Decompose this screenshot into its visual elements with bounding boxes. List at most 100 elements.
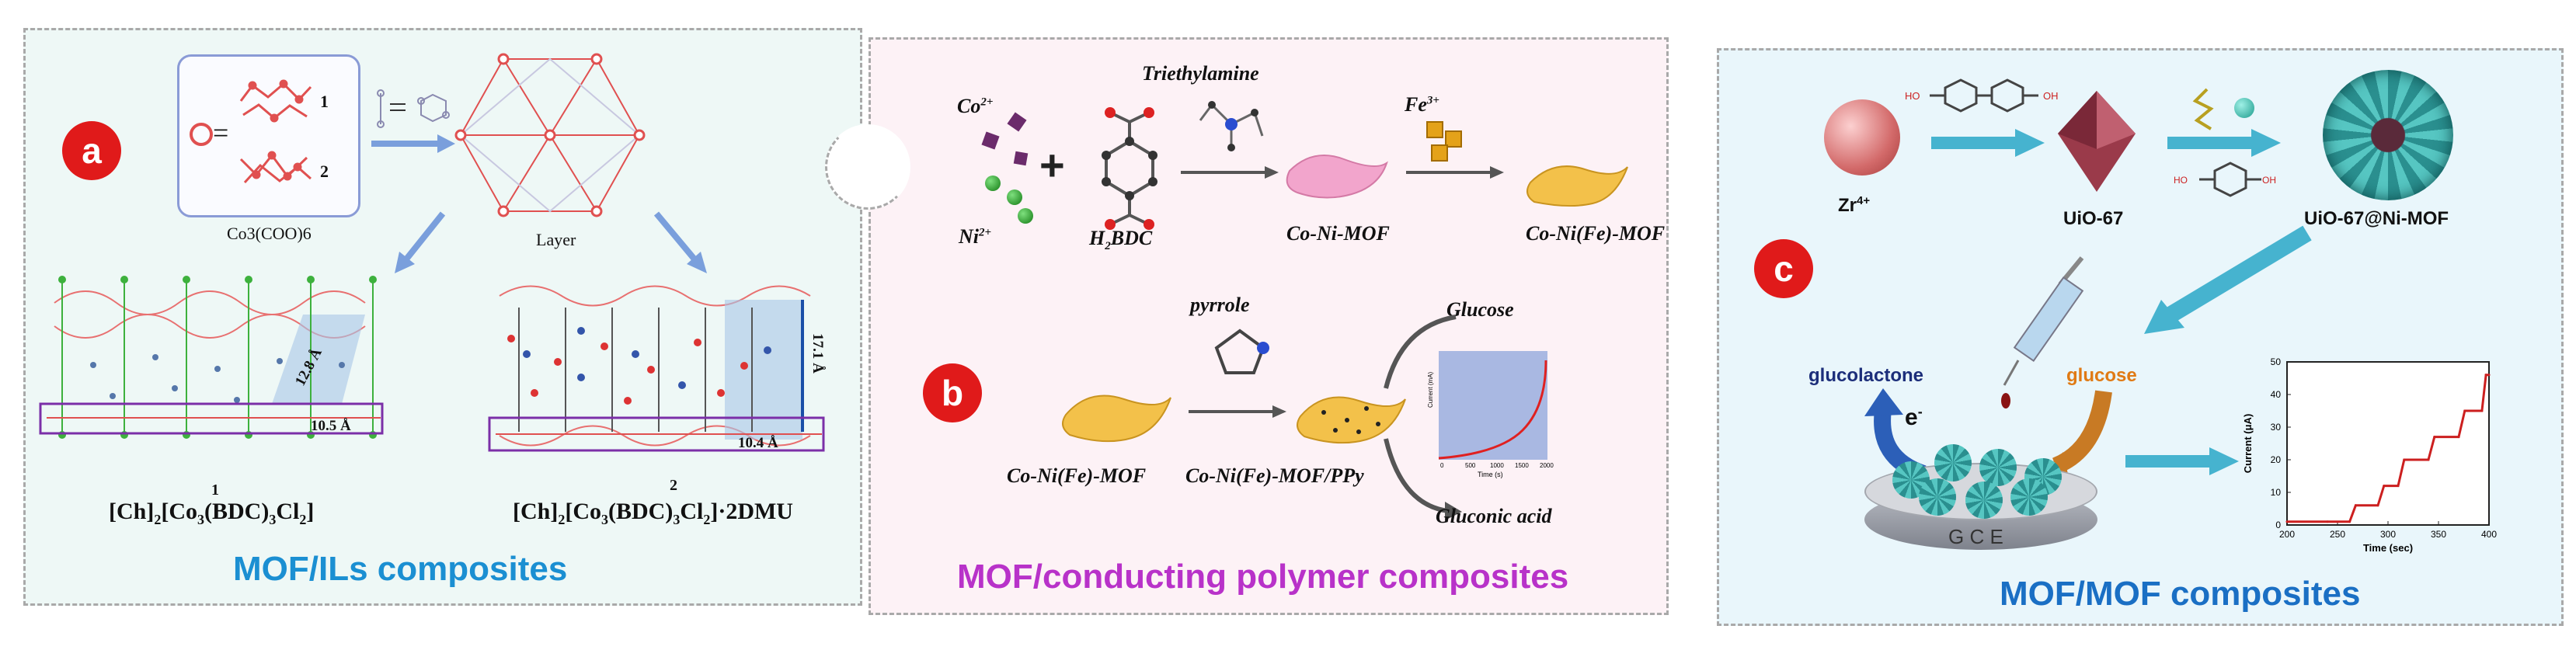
co-ni-mof-label: Co-Ni-MOF xyxy=(1286,222,1390,245)
dim-10-5: 10.5 Å xyxy=(311,418,351,434)
arrow-to-uio67 xyxy=(1931,129,2045,157)
crystal-structure-1 xyxy=(39,276,384,439)
uio67-ni-mof-label: UiO-67@Ni-MOF xyxy=(2304,208,2449,229)
cluster-structure-2 xyxy=(239,151,312,184)
legend-2: 2 xyxy=(320,162,329,181)
chart-ytick-label: 50 xyxy=(2271,356,2282,367)
syringe-icon xyxy=(2001,256,2084,408)
gce-label: G C E xyxy=(1948,525,2003,548)
co-ion-label: Co2+ xyxy=(957,95,994,117)
chart-ytick-label: 40 xyxy=(2271,389,2282,400)
svg-text:HO: HO xyxy=(1905,90,1920,102)
panel-a-badge: a xyxy=(62,121,121,180)
chart-data-point xyxy=(2354,504,2357,507)
inset-xtick-label: 2000 xyxy=(1540,462,1554,469)
chart-ytick-label: 0 xyxy=(2275,520,2281,530)
chart-data-point xyxy=(2285,520,2289,523)
chart-xtick-label: 300 xyxy=(2380,529,2396,540)
arrow-to-layer xyxy=(371,134,455,153)
chart-data-point xyxy=(2484,374,2487,377)
chart-data-point xyxy=(2433,436,2436,439)
svg-text:OH: OH xyxy=(2262,175,2276,186)
dim-17-1: 17.1 Å xyxy=(809,333,826,374)
crystal-structure-2 xyxy=(488,285,825,452)
ni-ion-sphere xyxy=(1018,208,1033,224)
inset-xtick-label: 500 xyxy=(1465,462,1476,469)
pyrrole-label: pyrrole xyxy=(1190,294,1250,316)
svg-text:OH: OH xyxy=(2043,90,2059,102)
cluster-node-icon xyxy=(190,123,213,146)
glucose-label-c: glucose xyxy=(2066,365,2137,386)
inset-xlabel: Time (s) xyxy=(1478,471,1503,478)
chart-data-point xyxy=(2383,485,2386,488)
caption-mof-ils: MOF/ILs composites xyxy=(233,550,568,588)
inset-xtick-label: 0 xyxy=(1440,462,1444,469)
triethylamine-molecule xyxy=(1199,101,1264,151)
glucose-label-b: Glucose xyxy=(1446,298,1514,321)
uio67-octahedron xyxy=(2058,91,2136,192)
mof-particle xyxy=(2010,478,2048,516)
chart-data-point xyxy=(2326,520,2329,523)
chart-ytick-label: 30 xyxy=(2271,422,2282,433)
electron-label: e- xyxy=(1905,404,1923,430)
co-ni-fe-mof-ppy-label: Co-Ni(Fe)-MOF/PPy xyxy=(1185,464,1364,487)
co-ni-fe-mof-label-2: Co-Ni(Fe)-MOF xyxy=(1007,464,1147,487)
mof-particle xyxy=(1934,444,1972,481)
chart-ytick-label: 20 xyxy=(2271,454,2282,465)
bpdc-linker: HO OH xyxy=(1905,78,2059,113)
gluconic-acid-label: Gluconic acid xyxy=(1436,505,1552,527)
pyrrole-molecule xyxy=(1214,328,1269,374)
fe-ion-cube xyxy=(1426,121,1443,138)
formula-1: [Ch]2[Co3(BDC)3Cl2] xyxy=(109,499,315,527)
arrow-to-uio67-ni-mof xyxy=(2167,129,2281,157)
arrow-to-ppy xyxy=(1189,405,1286,418)
chart-data-point xyxy=(2376,504,2379,507)
h2bdc-label: H2BDC xyxy=(1089,227,1153,253)
fe-ion-cube xyxy=(1445,130,1462,148)
chart-xtick-label: 350 xyxy=(2431,529,2446,540)
structure-2-number: 2 xyxy=(670,477,677,494)
chart-ytick-label: 10 xyxy=(2271,487,2282,498)
co-ni-mof-sheet xyxy=(1286,155,1388,199)
dim-10-4: 10.4 Å xyxy=(738,435,778,451)
zr-ion-label: Zr4+ xyxy=(1838,194,1871,216)
chart-data-point xyxy=(2463,409,2466,412)
ni-ion-sphere xyxy=(985,176,1001,191)
chart-data-point xyxy=(2457,436,2460,439)
layer-label: Layer xyxy=(536,230,576,249)
uio67-label: UiO-67 xyxy=(2063,208,2124,229)
chart-data-point xyxy=(2397,485,2400,488)
mof-particle xyxy=(1979,449,2017,486)
chart-data-point xyxy=(2403,458,2406,461)
chart-xtick-label: 400 xyxy=(2481,529,2497,540)
curved-arrow-gluconic xyxy=(1384,438,1462,520)
co-ion-cube xyxy=(1013,151,1029,166)
caption-mof-mof: MOF/MOF composites xyxy=(2000,575,2361,613)
chart-xtick-label: 200 xyxy=(2279,529,2295,540)
arrow-to-co-ni-mof xyxy=(1181,166,1279,179)
arrow-to-structure-1 xyxy=(395,211,446,273)
legend-1: 1 xyxy=(320,92,329,111)
triethylamine-label: Triethylamine xyxy=(1142,62,1259,85)
co-ni-fe-mof-sheet xyxy=(1526,165,1628,207)
svg-text:HO: HO xyxy=(2174,175,2188,186)
chart-data-point xyxy=(2427,458,2430,461)
panel-b-mof-polymer xyxy=(869,37,1669,615)
fe-ion-label: Fe3+ xyxy=(1405,93,1439,116)
inset-trace xyxy=(1438,360,1547,460)
fe-ion-cube xyxy=(1431,144,1448,162)
ligand-wiggle xyxy=(2192,88,2214,130)
cluster-structure-1 xyxy=(239,79,312,123)
ni-ion-label: Ni2+ xyxy=(959,225,992,248)
linker-icon xyxy=(377,89,450,128)
inset-xtick-label: 1500 xyxy=(1515,462,1529,469)
co-ni-fe-mof-ppy-sheet xyxy=(1297,396,1406,444)
chart-xtick-label: 250 xyxy=(2330,529,2345,540)
arrow-to-structure-2 xyxy=(653,211,707,273)
glucolactone-label: glucolactone xyxy=(1808,365,1924,386)
curved-arrow-glucose xyxy=(1384,315,1457,389)
h2bdc-molecule xyxy=(1102,107,1157,230)
